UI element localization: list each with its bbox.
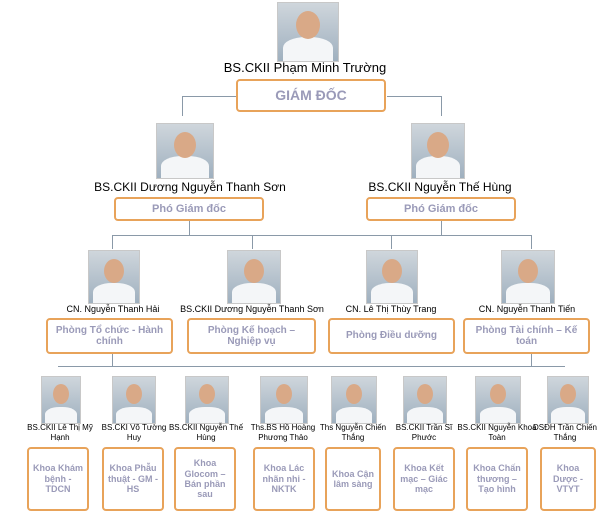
connector-deputy-left-down bbox=[189, 221, 190, 235]
connector-dept-1 bbox=[112, 235, 113, 249]
department-2-title-box: Phòng Kế hoạch – Nghiệp vụ bbox=[187, 318, 316, 354]
clinic-7-name: BS.CKII Nguyễn Khoa Toàn bbox=[457, 423, 537, 442]
clinic-3-title-box: Khoa Glocom – Bán phần sau bbox=[174, 447, 236, 511]
clinic-2-name: BS.CKI Võ Tường Huy bbox=[101, 423, 167, 442]
connector-director-right-drop bbox=[441, 96, 442, 116]
connector-departments-bar bbox=[112, 235, 532, 236]
deputy-1-title-box: Phó Giám đốc bbox=[114, 197, 264, 221]
connector-clinics-bar bbox=[58, 366, 565, 367]
deputy-2-photo bbox=[411, 123, 465, 179]
connector-dept-4 bbox=[531, 235, 532, 249]
clinic-6-photo bbox=[403, 376, 447, 424]
connector-dept-1-down bbox=[112, 354, 113, 366]
clinic-5-title-box: Khoa Cận lâm sàng bbox=[325, 447, 381, 511]
director-name: BS.CKII Phạm Minh Trường bbox=[223, 60, 387, 75]
department-3-photo bbox=[366, 250, 418, 304]
department-1-name: CN. Nguyễn Thanh Hải bbox=[66, 304, 160, 314]
connector-director-right bbox=[387, 96, 442, 97]
clinic-5-name: Ths Nguyễn Chiến Thắng bbox=[319, 423, 387, 442]
clinic-8-title-box: Khoa Dược - VTYT bbox=[540, 447, 596, 511]
clinic-3-photo bbox=[185, 376, 229, 424]
department-4-title-box: Phòng Tài chính – Kế toán bbox=[463, 318, 590, 354]
clinic-3-name: BS.CKII Nguyễn Thế Hùng bbox=[168, 423, 244, 442]
clinic-4-photo bbox=[260, 376, 308, 424]
clinic-6-title-box: Khoa Kết mạc – Giác mạc bbox=[393, 447, 455, 511]
director-title-box: GIÁM ĐỐC bbox=[236, 79, 386, 112]
connector-director-left-drop bbox=[182, 96, 183, 116]
clinic-2-title-box: Khoa Phẫu thuật - GM - HS bbox=[102, 447, 164, 511]
clinic-8-name: DSĐH Trần Chiến Thắng bbox=[532, 423, 598, 442]
clinic-4-title-box: Khoa Lác nhãn nhi - NKTK bbox=[253, 447, 315, 511]
connector-dept-3 bbox=[391, 235, 392, 249]
department-4-name: CN. Nguyễn Thanh Tiến bbox=[478, 304, 576, 314]
clinic-1-name: BS.CKII Lê Thị Mỹ Hạnh bbox=[27, 423, 93, 442]
deputy-1-photo bbox=[156, 123, 214, 179]
department-1-photo bbox=[88, 250, 140, 304]
clinic-1-photo bbox=[41, 376, 81, 424]
connector-deputy-right-down bbox=[441, 221, 442, 235]
director-photo bbox=[277, 2, 339, 62]
connector-dept-2 bbox=[252, 235, 253, 249]
clinic-4-name: Ths.BS Hồ Hoàng Phương Thảo bbox=[250, 423, 316, 442]
department-2-name: BS.CKII Dương Nguyễn Thanh Sơn bbox=[180, 304, 324, 314]
connector-dept-4-down bbox=[531, 354, 532, 366]
deputy-2-title-box: Phó Giám đốc bbox=[366, 197, 516, 221]
department-2-photo bbox=[227, 250, 281, 304]
connector-director-left bbox=[182, 96, 238, 97]
department-1-title-box: Phòng Tổ chức - Hành chính bbox=[46, 318, 173, 354]
clinic-2-photo bbox=[112, 376, 156, 424]
clinic-8-photo bbox=[547, 376, 589, 424]
department-3-title-box: Phòng Điều dưỡng bbox=[328, 318, 455, 354]
deputy-1-name: BS.CKII Dương Nguyễn Thanh Sơn bbox=[94, 180, 286, 194]
clinic-7-title-box: Khoa Chấn thương – Tạo hình bbox=[466, 447, 528, 511]
clinic-7-photo bbox=[475, 376, 521, 424]
clinic-5-photo bbox=[331, 376, 377, 424]
department-3-name: CN. Lê Thị Thùy Trang bbox=[345, 304, 437, 314]
clinic-6-name: BS.CKII Trần Sĩ Phước bbox=[395, 423, 453, 442]
deputy-2-name: BS.CKII Nguyễn Thế Hùng bbox=[368, 180, 512, 194]
department-4-photo bbox=[501, 250, 555, 304]
clinic-1-title-box: Khoa Khám bệnh - TDCN bbox=[27, 447, 89, 511]
